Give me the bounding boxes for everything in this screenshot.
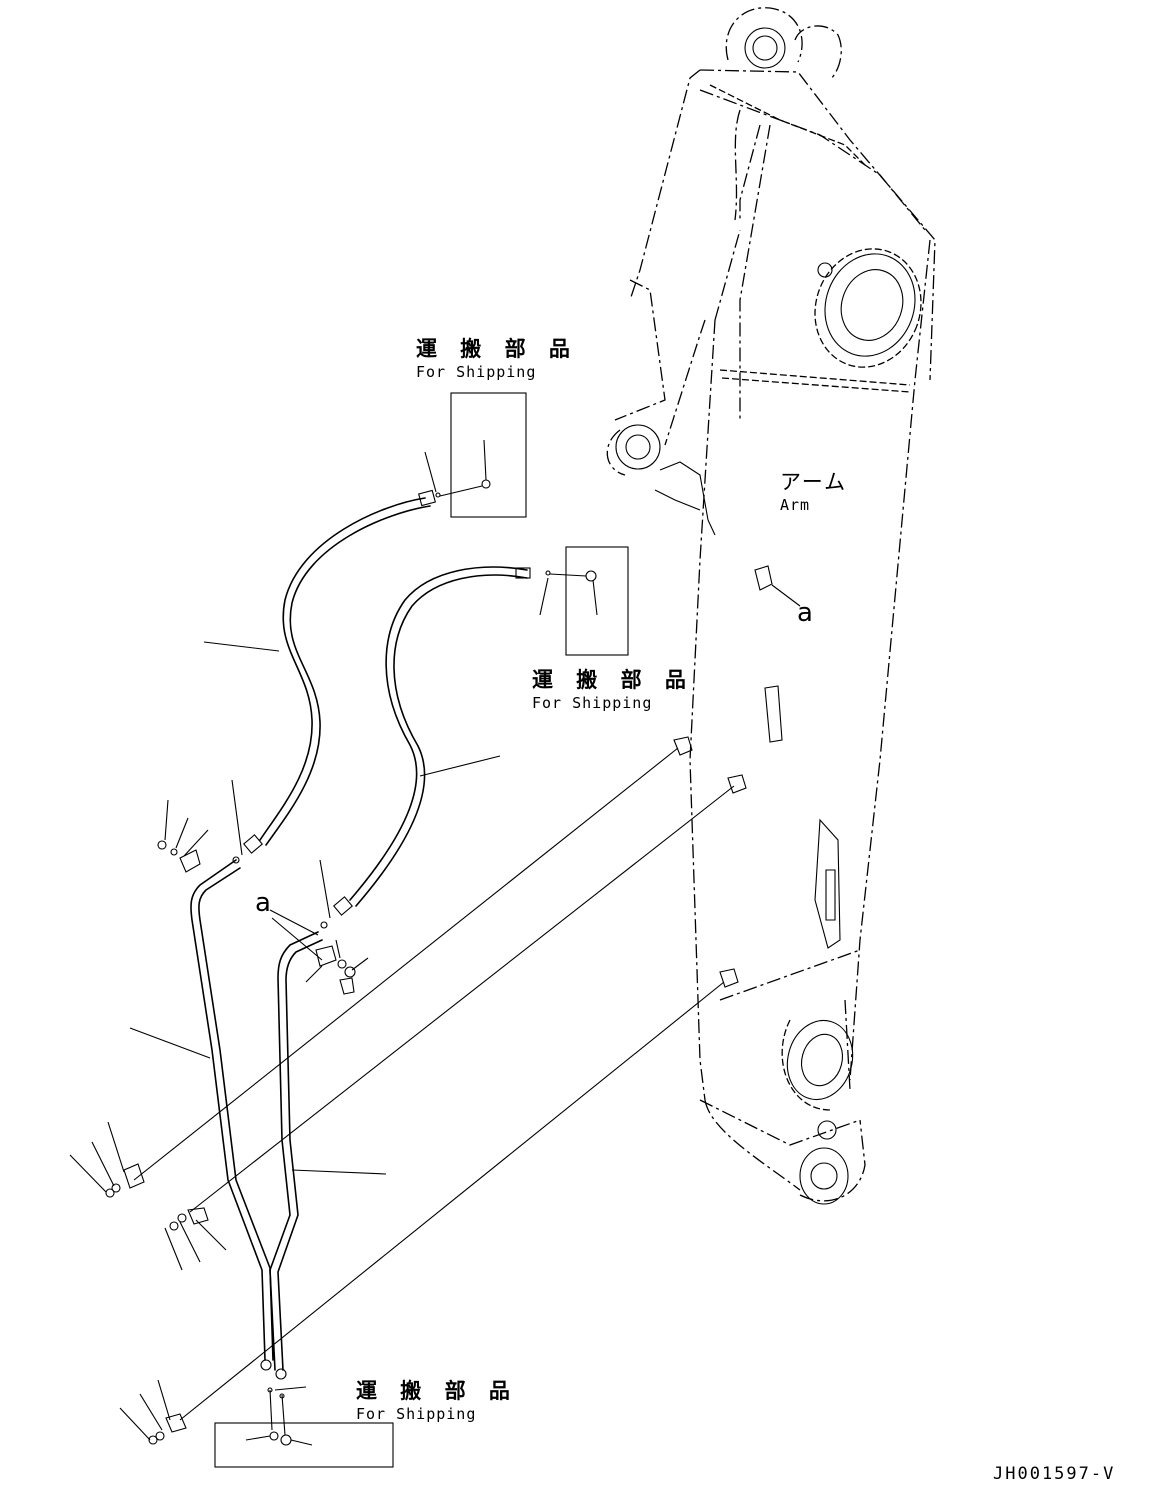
hose-1 <box>243 489 436 854</box>
callout-a-arm: a <box>797 598 813 628</box>
shipping-label-1-en: For Shipping <box>416 363 537 381</box>
clamp-hardware <box>69 799 369 1445</box>
hose-2 <box>333 566 531 916</box>
shipping-box-3 <box>214 1422 394 1468</box>
callout-a-hose: a <box>255 888 271 918</box>
shipping-box-2 <box>565 546 629 656</box>
shipping-label-2-en: For Shipping <box>532 694 653 712</box>
shipping-box-1 <box>450 392 527 518</box>
shipping-label-3-en: For Shipping <box>356 1405 477 1423</box>
arm-outline <box>606 7 936 1205</box>
arm-label-en: Arm <box>780 496 811 514</box>
tube-1 <box>190 859 274 1371</box>
arm-label-jp: アーム <box>780 470 848 494</box>
leader-lines <box>129 451 801 1421</box>
shipping-label-2-jp: 運 搬 部 品 <box>532 668 694 692</box>
shipping-label-1-jp: 運 搬 部 品 <box>416 337 578 361</box>
shipping-label-3-jp: 運 搬 部 品 <box>356 1379 518 1403</box>
tube-2 <box>269 931 323 1380</box>
drawing-code: JH001597-V <box>993 1464 1116 1484</box>
